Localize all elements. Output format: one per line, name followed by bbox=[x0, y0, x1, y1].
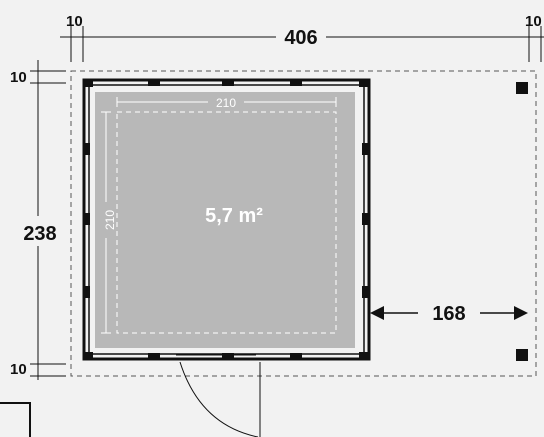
left-top-margin-label: 10 bbox=[10, 69, 27, 86]
side-clearance-dimension: 168 bbox=[370, 303, 528, 325]
corner-post-top-right bbox=[516, 82, 528, 94]
neighbouring-structure bbox=[0, 402, 31, 437]
left-total-depth-label: 238 bbox=[23, 223, 56, 245]
door-swing bbox=[176, 354, 261, 437]
inner-floor-dashed bbox=[116, 111, 337, 334]
corner-post-bottom-right bbox=[516, 349, 528, 361]
top-total-width-label: 406 bbox=[284, 27, 317, 49]
floor-area-label: 5,7 m² bbox=[205, 205, 263, 227]
left-dimension: 10 238 10 bbox=[10, 60, 66, 380]
inner-width-label: 210 bbox=[216, 96, 236, 110]
inner-depth-dimension: 210 bbox=[99, 111, 117, 334]
inner-width-dimension: 210 bbox=[116, 95, 337, 110]
side-clearance-label: 168 bbox=[432, 303, 465, 325]
top-right-margin-label: 10 bbox=[525, 13, 542, 30]
inner-depth-label: 210 bbox=[103, 210, 117, 230]
top-dimension: 10 406 10 bbox=[60, 13, 544, 62]
left-bottom-margin-label: 10 bbox=[10, 361, 27, 378]
outer-footprint-dashed bbox=[70, 70, 537, 377]
floor-area bbox=[95, 92, 355, 348]
top-left-margin-label: 10 bbox=[66, 13, 83, 30]
structure-frame bbox=[82, 78, 371, 361]
